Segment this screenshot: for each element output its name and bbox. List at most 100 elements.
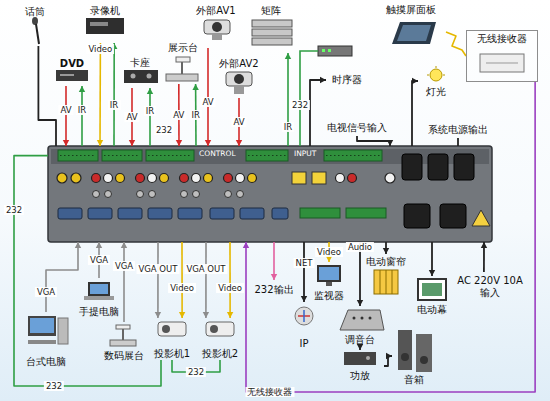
device-label: 音箱 — [403, 374, 425, 386]
router-icon — [295, 307, 313, 325]
touch-panel-icon — [392, 22, 436, 44]
host-panel — [336, 174, 345, 183]
host-panel — [300, 208, 340, 218]
arrowhead — [192, 84, 198, 90]
signal-label: 232 — [186, 367, 206, 377]
signal-label: AV — [171, 110, 186, 120]
host-panel — [118, 208, 142, 219]
lamp-icon — [436, 66, 437, 68]
arrowhead — [97, 140, 103, 146]
signal-label: Video — [315, 247, 343, 257]
device-label: 台式电脑 — [25, 356, 67, 368]
switch-icon — [318, 46, 352, 56]
router-icon — [303, 310, 305, 322]
curtain-icon — [374, 270, 398, 294]
wire — [446, 32, 466, 56]
router-icon — [295, 307, 313, 325]
host-panel — [326, 155, 380, 156]
host-panel — [248, 155, 286, 156]
connector — [301, 242, 307, 302]
camera-icon — [204, 20, 230, 34]
signal-label: AV — [58, 105, 73, 115]
arrowhead — [75, 242, 81, 248]
camera-icon — [212, 22, 222, 32]
mixer-icon — [340, 310, 384, 330]
wire — [229, 242, 231, 318]
microphone-icon — [32, 17, 39, 44]
host-panel — [440, 204, 466, 228]
host-panel — [136, 174, 145, 183]
device-label: 手提电脑 — [78, 306, 120, 318]
arrowhead — [203, 312, 209, 318]
host-panel — [181, 191, 188, 198]
monitor-icon — [317, 265, 341, 286]
projector-icon — [210, 325, 218, 333]
device-node: 灯光 — [418, 64, 454, 98]
device-node: 音箱 — [392, 326, 436, 386]
matrix-icon — [252, 20, 292, 45]
host-panel — [402, 154, 474, 228]
signal-label: VGA OUT — [136, 264, 179, 274]
visualizer-icon — [116, 325, 130, 329]
arrowhead — [205, 140, 211, 146]
wire — [65, 86, 67, 146]
host-panel — [57, 173, 67, 183]
connector — [121, 242, 127, 322]
speaker-icon — [398, 330, 432, 372]
host-panel — [102, 150, 142, 161]
host-panel — [116, 174, 125, 183]
host-panel — [104, 174, 113, 183]
device-label: 外部AV2 — [218, 58, 259, 70]
desktop-icon — [58, 318, 68, 344]
visualizer-icon — [110, 325, 136, 346]
arrowhead — [357, 300, 363, 306]
device-label: 调音台 — [344, 334, 376, 346]
device-label: 电动窗帘 — [365, 256, 407, 268]
desktop-icon — [28, 316, 68, 344]
screen-icon — [418, 279, 446, 300]
visualizer-icon — [181, 61, 183, 74]
host-panel — [236, 174, 245, 183]
desktop-icon — [30, 318, 54, 333]
host-panel — [93, 191, 100, 198]
device-node: 投影机2 — [198, 318, 242, 360]
signal-label: Video — [86, 44, 114, 54]
wire — [457, 138, 459, 146]
signal-label: AV — [124, 112, 139, 122]
host-panel — [225, 191, 232, 198]
panel-label: CONTROL — [198, 149, 237, 158]
connector — [481, 242, 487, 272]
host-panel — [137, 191, 144, 198]
connector — [412, 78, 418, 146]
connector — [46, 242, 81, 312]
device-node: 电动幕 — [412, 276, 452, 316]
laptop-icon — [84, 296, 114, 300]
projector-icon — [158, 322, 186, 336]
signal-label: VGA — [88, 255, 110, 265]
signal-label: AV — [231, 117, 246, 127]
laptop-icon — [84, 282, 114, 300]
device-node: 232输出 — [251, 280, 297, 300]
wire — [99, 43, 101, 146]
arrowhead — [243, 242, 249, 248]
camera-icon — [212, 34, 222, 40]
host-panel — [272, 208, 288, 219]
visualizer-icon — [176, 57, 190, 62]
arrowhead — [383, 248, 389, 254]
dvd-icon — [56, 70, 88, 81]
switch-icon — [318, 46, 352, 56]
speaker-icon — [420, 356, 428, 364]
device-label: 投影机1 — [153, 348, 191, 360]
host-panel — [104, 173, 396, 183]
wire — [310, 80, 326, 146]
signal-label: IR — [190, 110, 202, 120]
device-node: 外部AV1 — [192, 3, 240, 48]
curtain-icon — [386, 270, 387, 294]
signal-label: 232 — [44, 381, 64, 391]
device-node: 台式电脑 — [20, 312, 72, 368]
device-label: 外部AV1 — [195, 5, 236, 17]
wire — [149, 88, 151, 146]
signal-label: AV — [200, 97, 215, 107]
deck-icon — [147, 74, 152, 79]
host-panel — [92, 174, 101, 183]
